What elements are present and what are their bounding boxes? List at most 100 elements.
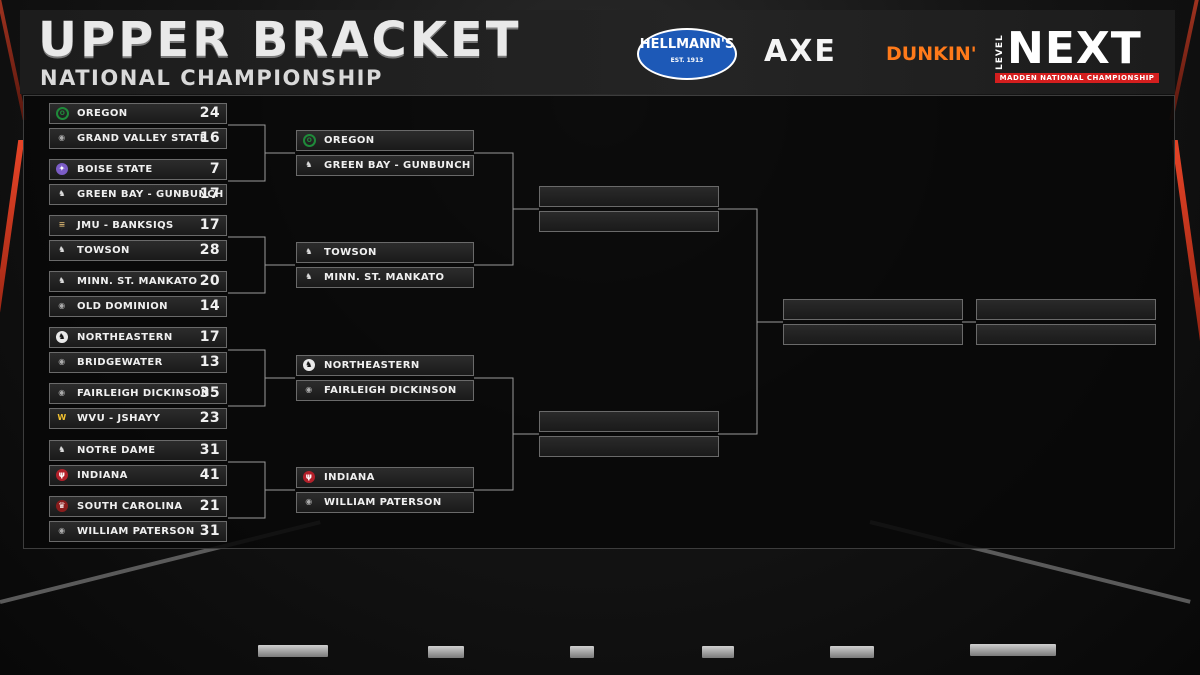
team-row: ◉ WILLIAM PATERSON [296,492,474,513]
team-row: ♛ SOUTH CAROLINA 21 [49,496,227,517]
team-row: ♞MINN. ST. MANKATO [296,267,474,288]
team-row: ♞ NORTHEASTERN [296,355,474,376]
team-score: 7 [209,161,220,177]
floor-block [258,645,328,657]
empty-slot [976,324,1156,345]
team-score: 20 [199,273,220,289]
connector-line [474,152,514,266]
team-row: ≡ JMU - BANKSIQS 17 [49,215,227,236]
connector-line [228,349,266,407]
team-score: 28 [199,242,220,258]
team-name: OLD DOMINION [77,301,168,312]
team-score: 31 [199,523,220,539]
hellmanns-logo-text: HELLMANN'S [639,37,735,52]
team-row: ◉ FAIRLEIGH DICKINSON [296,380,474,401]
empty-slot [976,299,1156,320]
team-score: 23 [199,410,220,426]
team-name: BRIDGEWATER [77,357,163,368]
team-score: 16 [199,130,220,146]
team-name: OREGON [77,108,128,119]
team-name: FAIRLEIGH DICKINSON [324,385,457,396]
team-row: ♞TOWSON [296,242,474,263]
controller-icon: ◉ [305,497,313,506]
axe-logo: AXE [764,34,837,69]
page-subtitle: NATIONAL CHAMPIONSHIP [40,66,383,90]
connector-line [718,208,758,435]
team-name: NORTHEASTERN [324,360,420,371]
team-score: 41 [199,467,220,483]
team-score: 13 [199,354,220,370]
team-score: 35 [199,385,220,401]
husky-icon: ♞ [56,331,68,343]
team-name: WILLIAM PATERSON [77,526,195,537]
team-name: INDIANA [77,470,128,481]
indiana-icon: ψ [303,471,315,483]
empty-slot [783,299,963,320]
team-row: ◉ OLD DOMINION 14 [49,296,227,317]
team-score: 24 [199,105,220,121]
team-name: OREGON [324,135,375,146]
team-score: 17 [199,329,220,345]
connector-line [228,124,266,182]
controller-icon: ◉ [305,385,313,394]
team-row: ♞ GREEN BAY - GUNBUNCH [296,155,474,176]
empty-slot [539,186,719,207]
team-name: GREEN BAY - GUNBUNCH [77,189,224,200]
team-name: GREEN BAY - GUNBUNCH [324,160,471,171]
team-name: INDIANA [324,472,375,483]
team-name: WVU - JSHAYY [77,413,161,424]
indiana-icon: ψ [56,469,68,481]
knight-icon: ♞ [305,160,313,169]
team-row: ◉ BRIDGEWATER 13 [49,352,227,373]
team-name: SOUTH CAROLINA [77,501,183,512]
team-row: ψ INDIANA [296,467,474,488]
gamecock-icon: ♛ [56,500,68,512]
team-name: JMU - BANKSIQS [77,220,174,231]
controller-icon: ◉ [58,357,66,366]
floor-block [702,646,734,658]
team-name: GRAND VALLEY STATE [77,133,207,144]
team-score: 17 [199,217,220,233]
knight-icon: ♞ [58,245,66,254]
team-name: NORTHEASTERN [77,332,173,343]
floor-block [428,646,464,658]
connector-line [228,236,266,294]
team-score: 31 [199,442,220,458]
empty-slot [539,411,719,432]
knight-icon: ♞ [58,445,66,454]
controller-icon: ◉ [58,301,66,310]
knight-icon: ♞ [58,276,66,285]
oregon-o-icon: O [303,134,316,147]
team-row: O OREGON [296,130,474,151]
level-next-tagline: MADDEN NATIONAL CHAMPIONSHIP [995,73,1159,83]
knight-icon: ♞ [58,189,66,198]
header-bar [20,10,1175,94]
connector-line [474,377,514,491]
jmu-icon: ≡ [58,220,66,229]
team-score: 14 [199,298,220,314]
team-name: WILLIAM PATERSON [324,497,442,508]
level-next-logo: LEVEL NEXT MADDEN NATIONAL CHAMPIONSHIP [995,24,1161,84]
team-score: 17 [199,186,220,202]
team-name: MINN. ST. MANKATO [77,276,198,287]
page-title: UPPER BRACKET [38,12,522,68]
floor-block [570,646,594,658]
empty-slot [783,324,963,345]
empty-slot [539,436,719,457]
controller-icon: ◉ [58,133,66,142]
husky-icon: ♞ [303,359,315,371]
hellmanns-est-text: EST. 1913 [670,57,704,64]
team-score: 21 [199,498,220,514]
team-name: MINN. ST. MANKATO [324,272,445,283]
